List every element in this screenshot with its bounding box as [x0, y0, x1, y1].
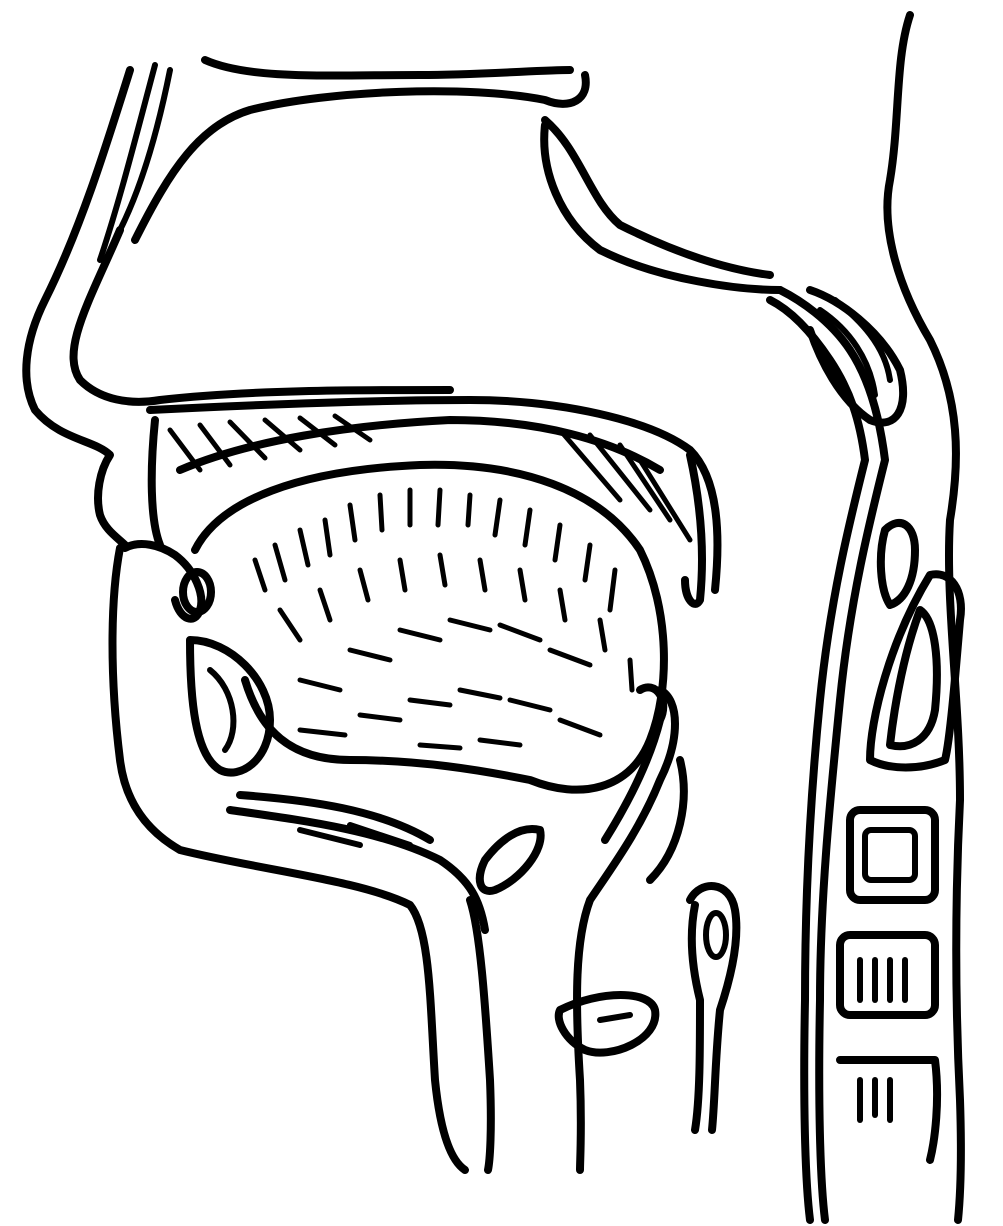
larynx [559, 687, 737, 1170]
nose-outline [26, 65, 465, 1170]
nasal-cavity-outline [74, 60, 780, 402]
hard-palate [150, 400, 717, 604]
pharynx-wall [770, 15, 961, 1220]
lips-and-teeth [125, 544, 270, 773]
jaw-floor [230, 795, 541, 1170]
cervical-vertebrae [840, 523, 961, 1160]
